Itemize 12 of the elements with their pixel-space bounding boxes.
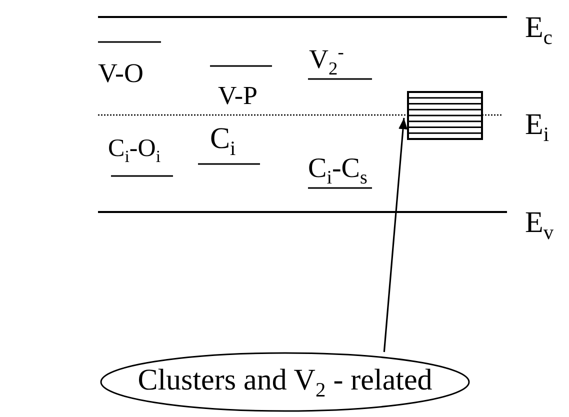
callout-text: Clusters and V$_{2}$ - related [136,366,434,396]
energy-level-label: E$_{i}$ [525,110,549,140]
arrow [383,118,408,352]
defect-label: C$_{i}$-C$_{s}$ [308,155,368,183]
energy-level-label: E$_{c}$ [525,13,552,43]
hatched-band-box [407,91,483,140]
energy-level-label: E$_{v}$ [525,208,554,238]
defect-label: V-O [98,60,144,87]
defect-label: C$_{i}$-O$_{i}$ [108,136,161,161]
defect-label: C$_{i}$ [210,124,236,154]
ellipse-callout [100,352,470,412]
defect-label: V-P [218,83,258,109]
